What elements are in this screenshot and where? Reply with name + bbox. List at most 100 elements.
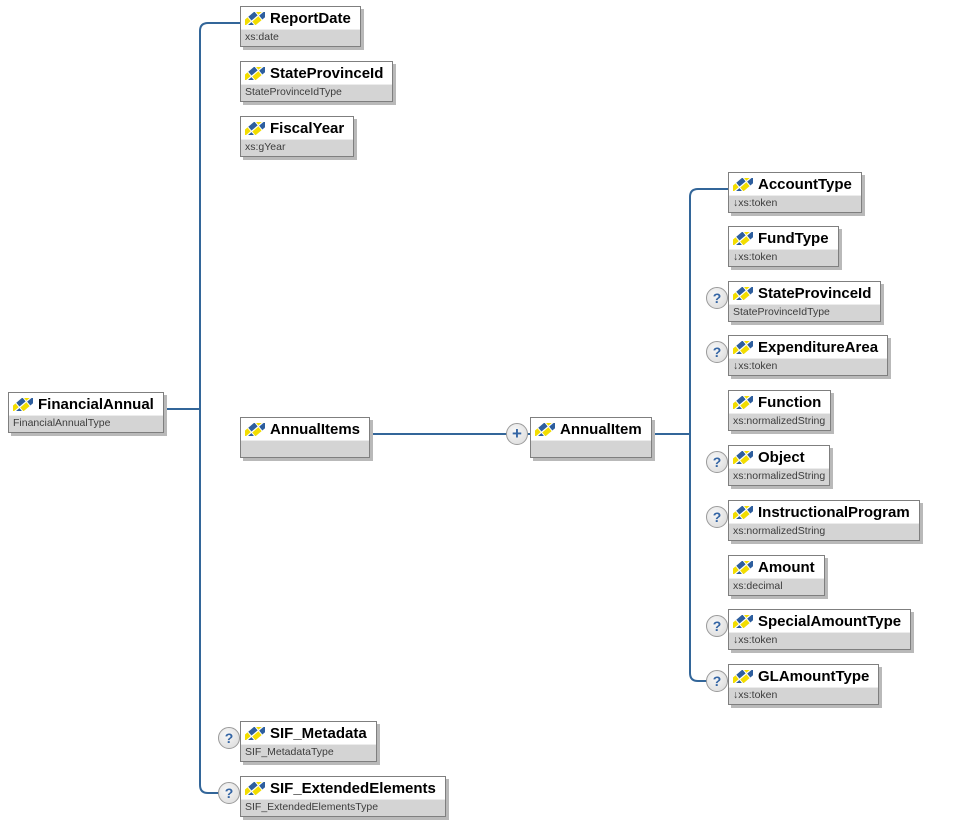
element-box-sif-metadata[interactable]: SIF_Metadata SIF_MetadataType bbox=[240, 721, 377, 762]
element-type: ↓xs:token bbox=[729, 195, 861, 212]
element-header: AnnualItems bbox=[241, 418, 370, 440]
element-name: AnnualItem bbox=[560, 421, 642, 438]
element-type: xs:date bbox=[241, 29, 360, 46]
element-header: AccountType bbox=[729, 173, 861, 195]
element-name: GLAmountType bbox=[758, 668, 870, 685]
element-type bbox=[241, 440, 370, 457]
element-header: StateProvinceId bbox=[241, 62, 393, 84]
element-box-fiscal-year[interactable]: FiscalYear xs:gYear bbox=[240, 116, 355, 157]
element-type: xs:decimal bbox=[729, 578, 824, 595]
element-icon bbox=[245, 782, 265, 795]
element-icon bbox=[733, 287, 753, 300]
element-box-account-type[interactable]: AccountType ↓xs:token bbox=[728, 172, 862, 213]
element-icon bbox=[245, 423, 265, 436]
element-name: InstructionalProgram bbox=[758, 504, 910, 521]
element-name: AccountType bbox=[758, 176, 852, 193]
element-box-instructional-program[interactable]: InstructionalProgram xs:normalizedString bbox=[728, 500, 920, 541]
optional-icon: ? bbox=[218, 782, 240, 804]
element-type: FinancialAnnualType bbox=[9, 415, 163, 432]
element-icon bbox=[13, 398, 33, 411]
element-name: FiscalYear bbox=[270, 120, 345, 137]
element-icon bbox=[733, 506, 753, 519]
element-header: ExpenditureArea bbox=[729, 336, 888, 358]
element-box-sif-extended-elements[interactable]: SIF_ExtendedElements SIF_ExtendedElement… bbox=[240, 776, 446, 817]
connector-main-trunk bbox=[199, 22, 241, 794]
element-box-fund-type[interactable]: FundType ↓xs:token bbox=[728, 226, 839, 267]
element-name: FundType bbox=[758, 230, 829, 247]
element-icon bbox=[733, 341, 753, 354]
element-type: ↓xs:token bbox=[729, 358, 888, 375]
element-name: StateProvinceId bbox=[758, 285, 872, 302]
optional-icon: ? bbox=[706, 287, 728, 309]
element-type: SIF_ExtendedElementsType bbox=[241, 799, 445, 816]
element-box-report-date[interactable]: ReportDate xs:date bbox=[240, 6, 361, 47]
element-type bbox=[531, 440, 651, 457]
element-name: ExpenditureArea bbox=[758, 339, 879, 356]
element-type: SIF_MetadataType bbox=[241, 744, 376, 761]
element-icon bbox=[733, 561, 753, 574]
element-type: xs:normalizedString bbox=[729, 523, 919, 540]
element-header: Amount bbox=[729, 556, 824, 578]
element-box-financial-annual[interactable]: FinancialAnnual FinancialAnnualType bbox=[8, 392, 164, 433]
optional-icon: ? bbox=[706, 451, 728, 473]
element-type: StateProvinceIdType bbox=[241, 84, 393, 101]
element-box-annual-items[interactable]: AnnualItems bbox=[240, 417, 371, 458]
element-icon bbox=[733, 178, 753, 191]
element-name: Object bbox=[758, 449, 805, 466]
element-type: xs:gYear bbox=[241, 139, 354, 156]
element-box-state-province-id-item[interactable]: StateProvinceId StateProvinceIdType bbox=[728, 281, 882, 322]
element-box-object[interactable]: Object xs:normalizedString bbox=[728, 445, 831, 486]
element-icon bbox=[733, 670, 753, 683]
element-header: StateProvinceId bbox=[729, 282, 881, 304]
optional-icon: ? bbox=[706, 341, 728, 363]
element-header: ReportDate bbox=[241, 7, 360, 29]
element-icon bbox=[733, 396, 753, 409]
element-icon bbox=[245, 12, 265, 25]
element-header: FundType bbox=[729, 227, 838, 249]
optional-icon: ? bbox=[706, 506, 728, 528]
element-type: xs:normalizedString bbox=[729, 413, 831, 430]
element-icon bbox=[535, 423, 555, 436]
optional-icon: ? bbox=[706, 670, 728, 692]
element-header: FiscalYear bbox=[241, 117, 354, 139]
element-box-special-amount-type[interactable]: SpecialAmountType ↓xs:token bbox=[728, 609, 912, 650]
element-name: SpecialAmountType bbox=[758, 613, 902, 630]
element-icon bbox=[733, 615, 753, 628]
optional-icon: ? bbox=[706, 615, 728, 637]
element-header: SpecialAmountType bbox=[729, 610, 911, 632]
optional-icon: ? bbox=[218, 727, 240, 749]
element-name: Function bbox=[758, 394, 822, 411]
element-header: InstructionalProgram bbox=[729, 501, 919, 523]
element-type: ↓xs:token bbox=[729, 687, 879, 704]
element-icon bbox=[733, 232, 753, 245]
element-box-annual-item[interactable]: AnnualItem bbox=[530, 417, 652, 458]
element-box-expenditure-area[interactable]: ExpenditureArea ↓xs:token bbox=[728, 335, 889, 376]
element-box-gl-amount-type[interactable]: GLAmountType ↓xs:token bbox=[728, 664, 880, 705]
element-box-function[interactable]: Function xs:normalizedString bbox=[728, 390, 832, 431]
repeat-icon[interactable]: + bbox=[506, 423, 528, 445]
element-type: StateProvinceIdType bbox=[729, 304, 881, 321]
element-icon bbox=[733, 451, 753, 464]
element-header: FinancialAnnual bbox=[9, 393, 163, 415]
connector-item-trunk bbox=[689, 188, 729, 682]
element-icon bbox=[245, 122, 265, 135]
element-name: ReportDate bbox=[270, 10, 351, 27]
element-name: StateProvinceId bbox=[270, 65, 384, 82]
element-name: SIF_ExtendedElements bbox=[270, 780, 436, 797]
element-box-state-province-id[interactable]: StateProvinceId StateProvinceIdType bbox=[240, 61, 394, 102]
element-header: Object bbox=[729, 446, 830, 468]
element-header: GLAmountType bbox=[729, 665, 879, 687]
element-type: ↓xs:token bbox=[729, 632, 911, 649]
element-icon bbox=[245, 67, 265, 80]
element-name: AnnualItems bbox=[270, 421, 361, 438]
element-header: AnnualItem bbox=[531, 418, 651, 440]
element-box-amount[interactable]: Amount xs:decimal bbox=[728, 555, 825, 596]
element-name: Amount bbox=[758, 559, 815, 576]
element-type: ↓xs:token bbox=[729, 249, 838, 266]
element-header: SIF_Metadata bbox=[241, 722, 376, 744]
element-header: Function bbox=[729, 391, 831, 413]
element-name: FinancialAnnual bbox=[38, 396, 154, 413]
element-type: xs:normalizedString bbox=[729, 468, 830, 485]
